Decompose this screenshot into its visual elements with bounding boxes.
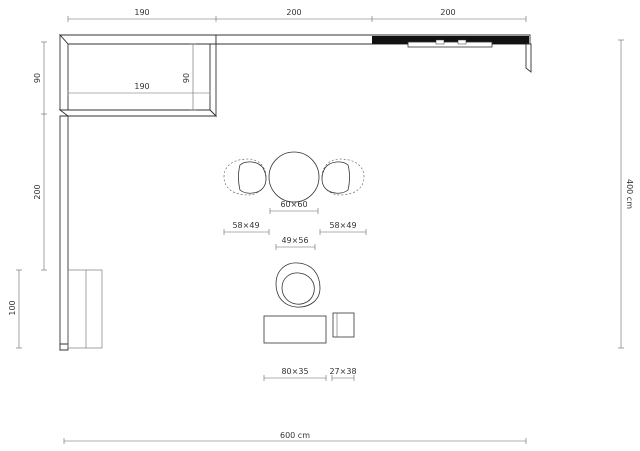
dimension-label: 80×35 <box>281 367 308 376</box>
dimension-armchair: 49×56 <box>275 236 316 250</box>
chair-right <box>321 161 350 194</box>
wall-alcove-right <box>209 43 217 118</box>
kitchen-sink <box>407 41 493 48</box>
dimension-label: 100 <box>8 300 17 315</box>
dining-set <box>223 151 365 203</box>
dimension-side-table: 27×38 <box>329 367 357 381</box>
round-table <box>268 151 320 203</box>
dimension-left-top: 90 <box>33 41 47 115</box>
dimension-label: 190 <box>134 82 149 91</box>
dimension-label: 200 <box>286 8 301 17</box>
dimension-label: 90 <box>33 73 42 83</box>
side-table <box>332 312 355 338</box>
dimension-label: 90 <box>182 73 191 83</box>
sofa <box>263 315 327 344</box>
kitchen-tap <box>435 39 445 45</box>
dimension-label: 27×38 <box>329 367 356 376</box>
dimension-label: 60×60 <box>280 200 307 209</box>
dimension-label: 58×49 <box>232 221 259 230</box>
dimension-chair-right: 58×49 <box>319 221 367 235</box>
dimension-inner-width: 190 <box>67 82 211 96</box>
wall-shelf <box>67 269 103 349</box>
dimension-table: 60×60 <box>269 200 319 214</box>
dimension-left-bottom: 100 <box>8 269 22 349</box>
wall-right-end <box>525 43 532 73</box>
dimension-left-middle: 200 <box>33 114 47 271</box>
dimension-top-left: 190 <box>67 8 217 22</box>
wall-left-top <box>59 33 69 111</box>
kitchen-tap <box>457 39 467 45</box>
dimension-right-total: 400 cm <box>618 39 634 349</box>
chair-left <box>238 161 267 194</box>
dimension-label: 600 cm <box>280 431 310 440</box>
wall-top-left <box>58 34 217 45</box>
armchair <box>275 262 321 308</box>
dimension-bottom-total: 600 cm <box>63 431 527 444</box>
walls <box>58 33 532 351</box>
dimension-label: 190 <box>134 8 149 17</box>
dimension-label: 200 <box>440 8 455 17</box>
dimension-sofa: 80×35 <box>263 367 327 381</box>
dimension-label: 200 <box>33 184 42 199</box>
dimension-label: 49×56 <box>281 236 308 245</box>
wall-left-lower <box>59 115 69 351</box>
dimension-top-middle: 200 <box>216 8 373 22</box>
dimension-label: 58×49 <box>329 221 356 230</box>
side-table-body <box>332 312 355 338</box>
dimension-inner-height: 90 <box>182 43 196 111</box>
dimension-chair-left: 58×49 <box>223 221 270 235</box>
wall-left-end <box>59 343 69 351</box>
dimension-label: 400 cm <box>625 179 634 209</box>
wall-alcove-bottom <box>58 109 218 117</box>
dimension-top-right: 200 <box>372 8 527 22</box>
armchair-seat <box>281 272 315 305</box>
